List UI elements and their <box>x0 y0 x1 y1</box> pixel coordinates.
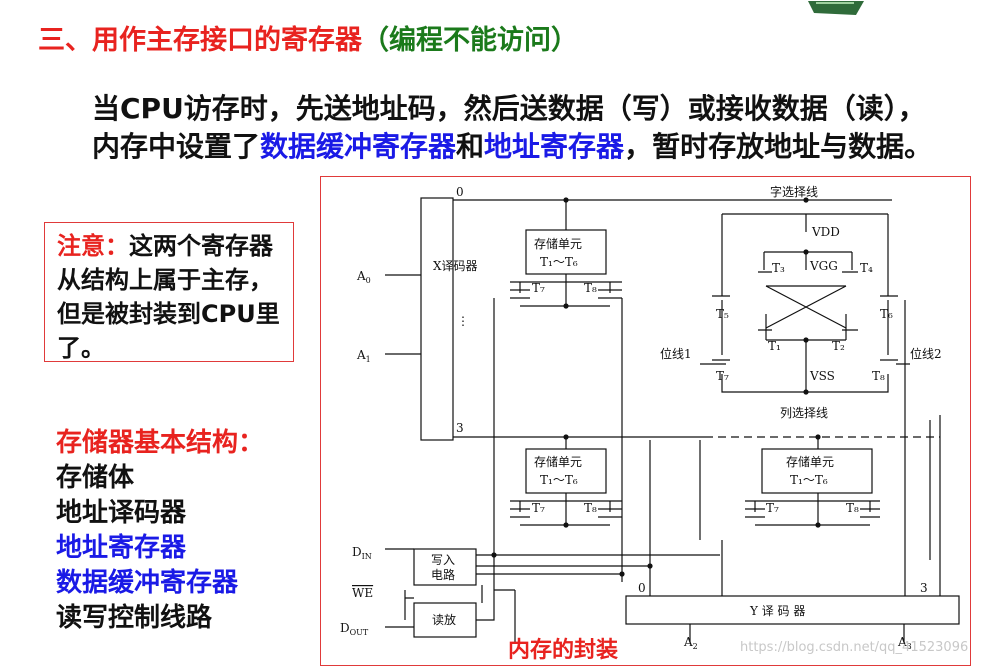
cell-range: T₁～T₆ <box>540 473 578 487</box>
note-box: 注意：这两个寄存器从结构上属于主存，但是被封装到CPU里了。 <box>44 222 294 362</box>
structure-item: 存储体 <box>56 463 135 493</box>
t8-label: T₈ <box>584 281 597 295</box>
memory-circuit-diagram: X译码器 A0 A1 0 3 ⋮ 字选择线 列选择线 位线1 位线2 存储单元 … <box>320 176 971 666</box>
structure-item: 数据缓冲寄存器 <box>56 568 239 598</box>
intro-line-2-c: 和 <box>456 130 485 163</box>
structure-item: 地址译码器 <box>56 498 187 528</box>
cell-label: 存储单元 <box>786 454 834 469</box>
t7-label: T₇ <box>532 281 545 295</box>
watermark-url: https://blog.csdn.net/qq_41523096 <box>740 640 969 655</box>
num-0-top: 0 <box>456 185 464 199</box>
bit-line-2-label: 位线2 <box>910 346 942 361</box>
structure-item: 地址寄存器 <box>56 533 187 563</box>
we-label: WE <box>352 586 373 600</box>
vss-label: VSS <box>809 369 835 383</box>
y-num-3: 3 <box>920 581 928 595</box>
t7-label: T₇ <box>766 501 779 515</box>
note-label: 注意： <box>57 232 129 260</box>
structure-list: 存储器基本结构： 存储体 地址译码器 地址寄存器 数据缓冲寄存器 读写控制线路 <box>56 426 264 636</box>
x-decoder-label: X译码器 <box>433 259 478 273</box>
y-decoder-box <box>625 595 960 625</box>
dout-label: DOUT <box>340 621 369 637</box>
structure-item: 读写控制线路 <box>56 603 213 633</box>
intro-address-register: 地址寄存器 <box>484 130 625 163</box>
structure-heading: 存储器基本结构： <box>56 428 265 458</box>
t1-label: T₁ <box>768 339 781 353</box>
cell-label: 存储单元 <box>534 454 582 469</box>
intro-line-2: 内存中设置了数据缓冲寄存器和地址寄存器，暂时存放地址与数据。 <box>92 128 932 166</box>
storage-cell-bottom-right <box>761 448 873 494</box>
y-num-0: 0 <box>638 581 646 595</box>
title-paren: （编程不能访问） <box>362 25 578 56</box>
y-decoder-label: Y 译 码 器 <box>749 604 805 618</box>
din-label: DIN <box>352 545 372 561</box>
read-amplifier-label: 读放 <box>432 612 456 627</box>
t4-label: T₄ <box>860 261 873 275</box>
write-circuit-box <box>413 548 477 586</box>
ellipsis-dots: ⋮ <box>457 314 469 328</box>
cell-label: 存储单元 <box>534 236 582 251</box>
t7-label: T₇ <box>532 501 545 515</box>
t8-label: T₈ <box>872 369 885 383</box>
t3-label: T₃ <box>772 261 785 275</box>
t7-label: T₇ <box>716 369 729 383</box>
t8-label: T₈ <box>584 501 597 515</box>
vgg-label: VGG <box>809 259 838 273</box>
write-circuit-label-1: 写入 <box>431 553 455 567</box>
num-3: 3 <box>456 421 464 435</box>
intro-data-buffer-register: 数据缓冲寄存器 <box>260 130 457 163</box>
a3-label: A3 <box>897 635 912 651</box>
bit-line-1-label: 位线1 <box>660 346 692 361</box>
t8-label: T₈ <box>846 501 859 515</box>
intro-line-2-e: ，暂时存放地址与数据。 <box>624 130 933 163</box>
t5-label: T₅ <box>716 307 729 321</box>
vdd-label: VDD <box>811 225 840 239</box>
figure-caption: 内存的封装 <box>508 638 619 663</box>
write-circuit-label-2: 电路 <box>431 567 455 582</box>
a0-label: A0 <box>356 269 371 285</box>
note-text: 这两个寄存器从结构上属于主存，但是被封装到CPU里了。 <box>57 232 280 362</box>
title-main: 三、用作主存接口的寄存器 <box>38 25 362 56</box>
t2-label: T₂ <box>832 339 845 353</box>
slide-title: 三、用作主存接口的寄存器（编程不能访问） <box>38 18 578 57</box>
intro-paragraph: 当CPU访存时，先送地址码，然后送数据（写）或接收数据（读）， 内存中设置了数据… <box>92 90 932 166</box>
intro-line-1: 当CPU访存时，先送地址码，然后送数据（写）或接收数据（读）， <box>92 92 926 125</box>
corner-decoration-icon <box>806 0 866 15</box>
t6-label: T₆ <box>880 307 893 321</box>
cell-range: T₁～T₆ <box>790 473 828 487</box>
intro-line-2-a: 内存中设置了 <box>92 130 261 163</box>
a2-label: A2 <box>683 635 698 651</box>
column-line-label: 列选择线 <box>780 406 828 420</box>
word-line-label: 字选择线 <box>770 184 818 199</box>
cell-range: T₁～T₆ <box>540 255 578 269</box>
x-decoder-box <box>420 197 454 441</box>
a1-label: A1 <box>356 348 371 364</box>
